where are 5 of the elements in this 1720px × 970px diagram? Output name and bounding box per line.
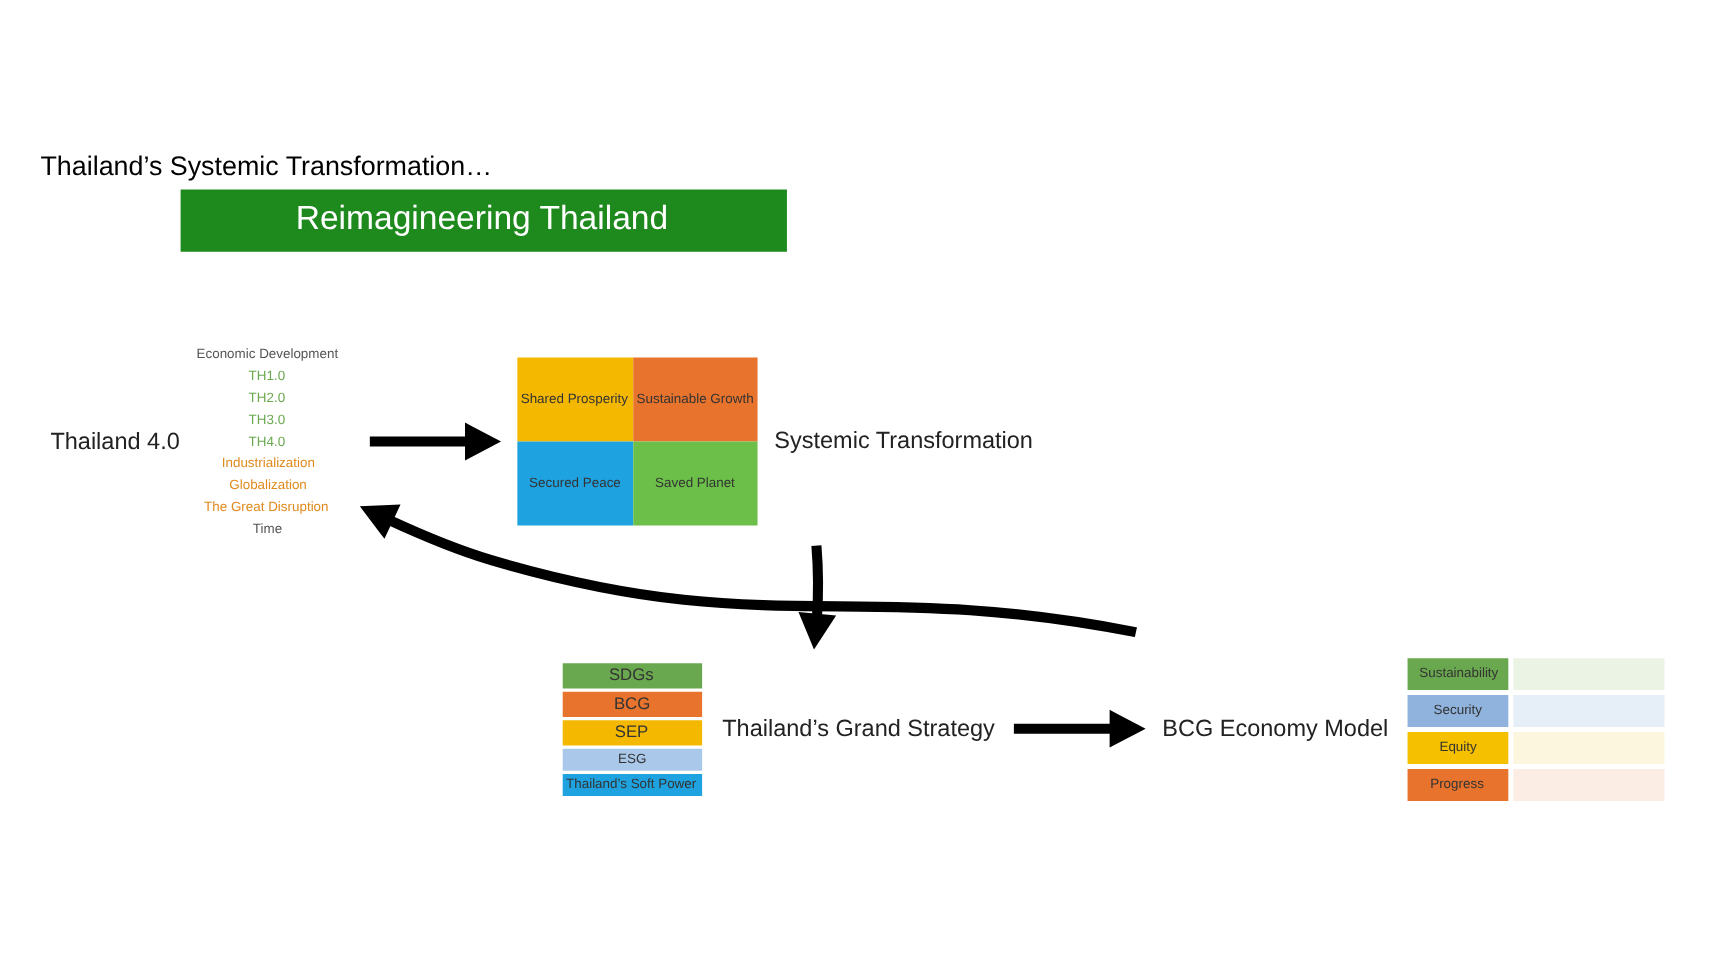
node-label: Systemic Transformation bbox=[774, 426, 1033, 453]
node-label: Thailand 4.0 bbox=[50, 427, 180, 454]
node-label: BCG Economy Model bbox=[1162, 714, 1389, 741]
node-label: Thailand’s Grand Strategy bbox=[722, 714, 995, 741]
diagram-title: Thailand’s Systemic Transformation… bbox=[40, 149, 493, 180]
